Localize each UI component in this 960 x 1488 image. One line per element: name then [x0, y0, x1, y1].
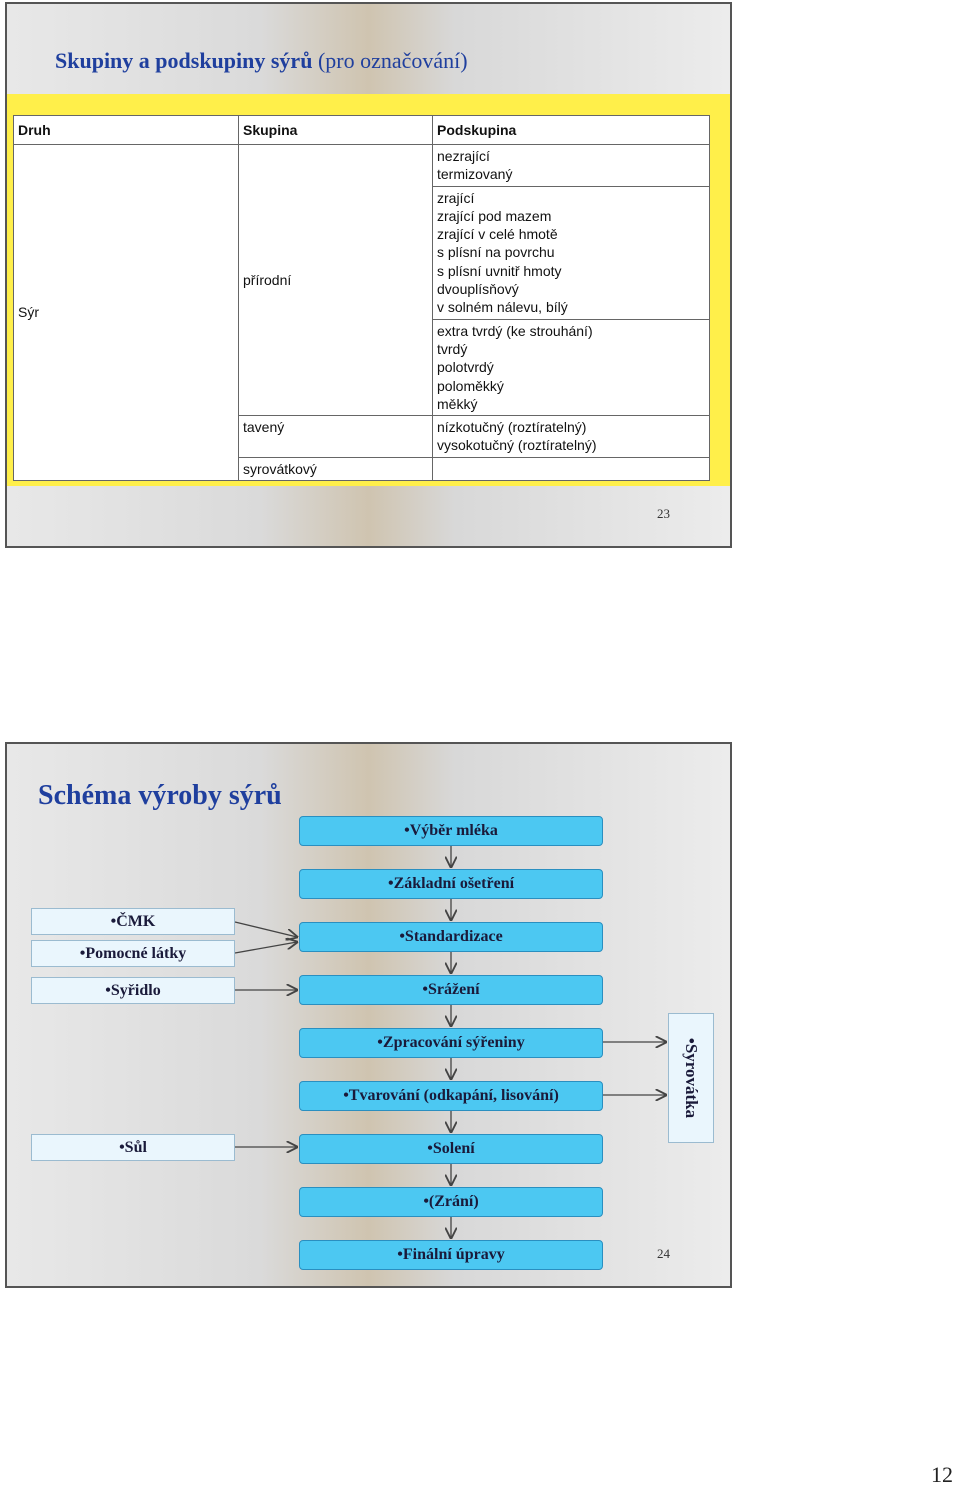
- slide-production-scheme: Schéma výroby sýrů: [5, 742, 732, 1288]
- table-row: syrovátkový: [14, 456, 710, 482]
- flow-arrows: [234, 846, 732, 1288]
- step-vyber-mleka: •Výběr mléka: [299, 816, 603, 846]
- subgroup-item: měkký: [437, 395, 478, 412]
- subgroup-item: extra tvrdý (ke strouhání): [437, 322, 593, 339]
- subgroup-item: zrající v celé hmotě: [437, 226, 558, 243]
- subgroup-item: v solném nálevu, bílý: [437, 299, 568, 316]
- table-row: zrající zrající pod mazem zrající v celé…: [14, 185, 710, 320]
- step-zrani: •(Zrání): [299, 1187, 603, 1217]
- subgroup-item: zrající pod mazem: [437, 207, 552, 224]
- step-zpracovani-syreniny: •Zpracování sýřeniny: [299, 1028, 603, 1058]
- subgroup-item: s plísní uvnitř hmoty: [437, 262, 562, 279]
- skupina-cell: syrovátkový: [238, 456, 433, 482]
- podskupina-cell: nezrající termizovaný: [432, 144, 710, 187]
- podskupina-cell: nízkotučný (roztíratelný) vysokotučný (r…: [432, 415, 710, 458]
- skupina-cell: tavený: [238, 415, 433, 458]
- podskupina-cell: extra tvrdý (ke strouhání) tvrdý polotvr…: [432, 318, 710, 417]
- step-srazeni: •Srážení: [299, 975, 603, 1005]
- subgroup-item: polotvrdý: [437, 359, 494, 376]
- header-druh: Druh: [13, 115, 239, 145]
- slide-page-number: 23: [657, 506, 670, 521]
- cheese-classification-table: Druh Skupina Podskupina Sýr přírodní nez…: [13, 115, 710, 482]
- step-zakladni-osetreni: •Základní ošetření: [299, 869, 603, 899]
- druh-cell: Sýr: [13, 143, 239, 482]
- slide-title: Schéma výroby sýrů: [38, 780, 282, 811]
- title-normal-part: (pro označování): [317, 48, 468, 73]
- subgroup-item: nezrající: [437, 148, 490, 164]
- step-finalni-upravy: •Finální úpravy: [299, 1240, 603, 1270]
- slide-page-number: 24: [657, 1246, 670, 1261]
- output-syrovatka-label: •Syrovátka: [682, 1037, 701, 1119]
- arrow-pomocne: [234, 942, 297, 954]
- output-syrovatka: •Syrovátka: [668, 1013, 714, 1143]
- step-soleni: •Solení: [299, 1134, 603, 1164]
- subgroup-item: poloměkký: [437, 377, 504, 394]
- table-row: Sýr přírodní nezrající termizovaný: [13, 143, 710, 482]
- input-sul: •Sůl: [31, 1134, 235, 1161]
- header-skupina: Skupina: [238, 115, 433, 145]
- subgroup-item: termizovaný: [437, 166, 513, 183]
- subgroup-item: nízkotučný (roztíratelný): [437, 419, 587, 436]
- table-header-row: Druh Skupina Podskupina: [13, 115, 710, 145]
- subgroup-item: s plísní na povrchu: [437, 244, 555, 261]
- header-podskupina: Podskupina: [432, 115, 710, 145]
- slide-title: Skupiny a podskupiny sýrů (pro označován…: [55, 48, 468, 74]
- input-syridlo: •Syřidlo: [31, 977, 235, 1004]
- subgroup-item: vysokotučný (roztíratelný): [437, 437, 597, 454]
- arrow-cmk: [234, 921, 297, 937]
- podskupina-cell-empty: [432, 456, 710, 482]
- subgroup-item: zrající: [437, 189, 475, 206]
- podskupina-cell: zrající zrající pod mazem zrající v celé…: [432, 185, 710, 320]
- input-cmk: •ČMK: [31, 908, 235, 935]
- sheet-page-number: 12: [931, 1462, 953, 1487]
- title-bold-part: Skupiny a podskupiny sýrů: [55, 48, 313, 73]
- skupina-cell: přírodní: [238, 143, 433, 417]
- subgroup-item: tvrdý: [437, 340, 468, 357]
- subgroup-item: dvouplísňový: [437, 281, 519, 298]
- step-tvarovani: •Tvarování (odkapání, lisování): [299, 1081, 603, 1111]
- step-standardizace: •Standardizace: [299, 922, 603, 952]
- input-pomocne-latky: •Pomocné látky: [31, 940, 235, 967]
- table-row: extra tvrdý (ke strouhání) tvrdý polotvr…: [14, 318, 710, 417]
